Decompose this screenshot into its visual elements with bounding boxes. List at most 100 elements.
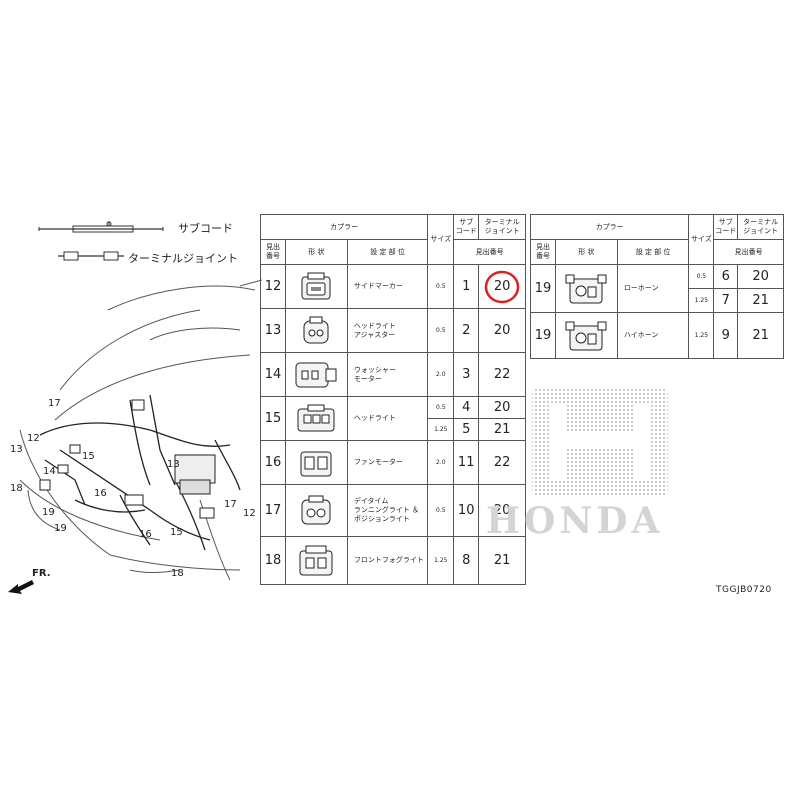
terminal-cell: 21 bbox=[478, 418, 526, 441]
row-id: 19 bbox=[530, 264, 556, 313]
terminal-cell: 21 bbox=[737, 312, 784, 359]
terminal-joint-header: ターミナルジョイント bbox=[737, 214, 784, 240]
size-cell: 1.25 bbox=[427, 536, 455, 585]
table-row: 13 ヘッドライトアジャスター 0.5 2 20 bbox=[260, 308, 526, 353]
subcode-cell: 10 bbox=[453, 484, 480, 537]
callout-19b: 19 bbox=[54, 523, 67, 534]
front-arrow-icon bbox=[8, 580, 34, 594]
row-id: 12 bbox=[260, 264, 286, 309]
fr-label: FR. bbox=[32, 568, 51, 579]
terminal-cell: 22 bbox=[478, 440, 526, 485]
location-cell: ハイホーン bbox=[616, 312, 690, 359]
table-row: 15 ヘッドライト 0.5 4 20 bbox=[260, 396, 526, 441]
table-row: 19 ハイホーン 1.25 9 21 bbox=[530, 312, 784, 359]
midashi-number-header: 見出番号 bbox=[453, 239, 526, 265]
coupler-header: カプラー bbox=[529, 214, 690, 240]
terminal-joint-legend-label: ターミナルジョイント bbox=[128, 252, 238, 265]
table-row: 17 デイタイムランニングライト ＆ポジションライト 0.5 10 20 bbox=[260, 484, 526, 537]
callout-17b: 17 bbox=[224, 499, 237, 510]
size-cell: 2.0 bbox=[427, 352, 455, 397]
size-cell: 0.5 bbox=[427, 264, 455, 309]
coupler-table-2: カプラー サイズ サブコード ターミナルジョイント 見出番号 形 状 設 定 部… bbox=[529, 214, 784, 359]
terminal-cell: 21 bbox=[737, 288, 784, 313]
callout-12: 12 bbox=[27, 433, 40, 444]
callout-18b: 18 bbox=[171, 568, 184, 579]
terminal-cell: 20 bbox=[737, 264, 784, 289]
table-row: 14 ウォッシャーモーター 2.0 3 22 bbox=[260, 352, 526, 397]
connector-image bbox=[554, 264, 618, 313]
location-header: 設 定 部 位 bbox=[346, 239, 429, 265]
terminal-joint-header: ターミナルジョイント bbox=[478, 214, 526, 240]
callout-18: 18 bbox=[10, 483, 23, 494]
location-cell: ファンモーター bbox=[346, 440, 429, 485]
honda-brand-text: HONDA bbox=[486, 500, 664, 542]
location-cell: フロントフォグライト bbox=[346, 536, 429, 585]
callout-13b: 13 bbox=[167, 459, 180, 470]
coupler-table-1: カプラー サイズ サブコード ターミナルジョイント 見出番号 形 状 設 定 部… bbox=[259, 214, 526, 585]
size-cell: 1.25 bbox=[688, 288, 715, 313]
midashi-bango-header: 見出番号 bbox=[530, 239, 556, 265]
table-row: 1.25 5 21 bbox=[261, 418, 526, 441]
table-row: 12 サイドマーカー 0.5 1 20 bbox=[260, 264, 526, 309]
midashi-number-header: 見出番号 bbox=[713, 239, 784, 265]
highlight-circle bbox=[484, 270, 520, 304]
callout-13: 13 bbox=[10, 444, 23, 455]
row-id: 14 bbox=[260, 352, 286, 397]
vehicle-harness-diagram bbox=[19, 279, 262, 581]
size-cell: 2.0 bbox=[427, 440, 455, 485]
subcode-cell: 11 bbox=[453, 440, 480, 485]
size-cell: 0.5 bbox=[427, 484, 455, 537]
size-cell: 0.5 bbox=[427, 396, 455, 419]
subcode-cell: 7 bbox=[713, 288, 739, 313]
terminal-cell: 20 bbox=[478, 308, 526, 353]
midashi-bango-header: 見出番号 bbox=[260, 239, 286, 265]
connector-image bbox=[284, 396, 348, 441]
honda-logo-watermark bbox=[532, 388, 668, 496]
terminal-cell: 21 bbox=[478, 536, 526, 585]
table-row: 16 ファンモーター 2.0 11 22 bbox=[260, 440, 526, 485]
subcode-cell: 5 bbox=[453, 418, 480, 441]
location-cell: ウォッシャーモーター bbox=[346, 352, 429, 397]
subcord-legend-symbol bbox=[38, 221, 164, 233]
row-id: 18 bbox=[260, 536, 286, 585]
row-id: 19 bbox=[530, 312, 556, 359]
terminal-cell: 20 bbox=[478, 484, 526, 537]
subcode-cell: 2 bbox=[453, 308, 480, 353]
callout-15b: 15 bbox=[170, 527, 183, 538]
size-header: サイズ bbox=[688, 214, 715, 265]
callout-16: 16 bbox=[94, 488, 107, 499]
subcord-legend-label: サブコード bbox=[178, 222, 233, 235]
location-cell: デイタイムランニングライト ＆ポジションライト bbox=[346, 484, 429, 537]
size-cell: 0.5 bbox=[427, 308, 455, 353]
subcode-header: サブコード bbox=[713, 214, 739, 240]
shape-header: 形 状 bbox=[284, 239, 348, 265]
location-cell: ヘッドライトアジャスター bbox=[346, 308, 429, 353]
row-id: 16 bbox=[260, 440, 286, 485]
subcode-cell: 8 bbox=[453, 536, 480, 585]
connector-image bbox=[284, 352, 348, 397]
location-cell: ローホーン bbox=[616, 264, 690, 313]
subcode-cell: 4 bbox=[453, 396, 480, 419]
row-id: 13 bbox=[260, 308, 286, 353]
callout-12b: 12 bbox=[243, 508, 256, 519]
connector-image bbox=[284, 484, 348, 537]
row-id: 15 bbox=[260, 396, 286, 441]
subcode-header: サブコード bbox=[453, 214, 480, 240]
table-row: 18 フロントフォグライト 1.25 8 21 bbox=[260, 536, 526, 585]
subcode-cell: 6 bbox=[713, 264, 739, 289]
callout-17: 17 bbox=[48, 398, 61, 409]
callout-16b: 16 bbox=[139, 529, 152, 540]
callout-15: 15 bbox=[82, 451, 95, 462]
connector-image bbox=[284, 264, 348, 309]
size-cell: 1.25 bbox=[427, 418, 455, 441]
location-cell: サイドマーカー bbox=[346, 264, 429, 309]
subcode-cell: 9 bbox=[713, 312, 739, 359]
callout-19: 19 bbox=[42, 507, 55, 518]
connector-image bbox=[284, 536, 348, 585]
location-cell: ヘッドライト bbox=[346, 396, 429, 441]
connector-image bbox=[284, 308, 348, 353]
subcode-cell: 3 bbox=[453, 352, 480, 397]
size-header: サイズ bbox=[427, 214, 455, 265]
coupler-header: カプラー bbox=[259, 214, 429, 240]
size-cell: 0.5 bbox=[688, 264, 715, 289]
